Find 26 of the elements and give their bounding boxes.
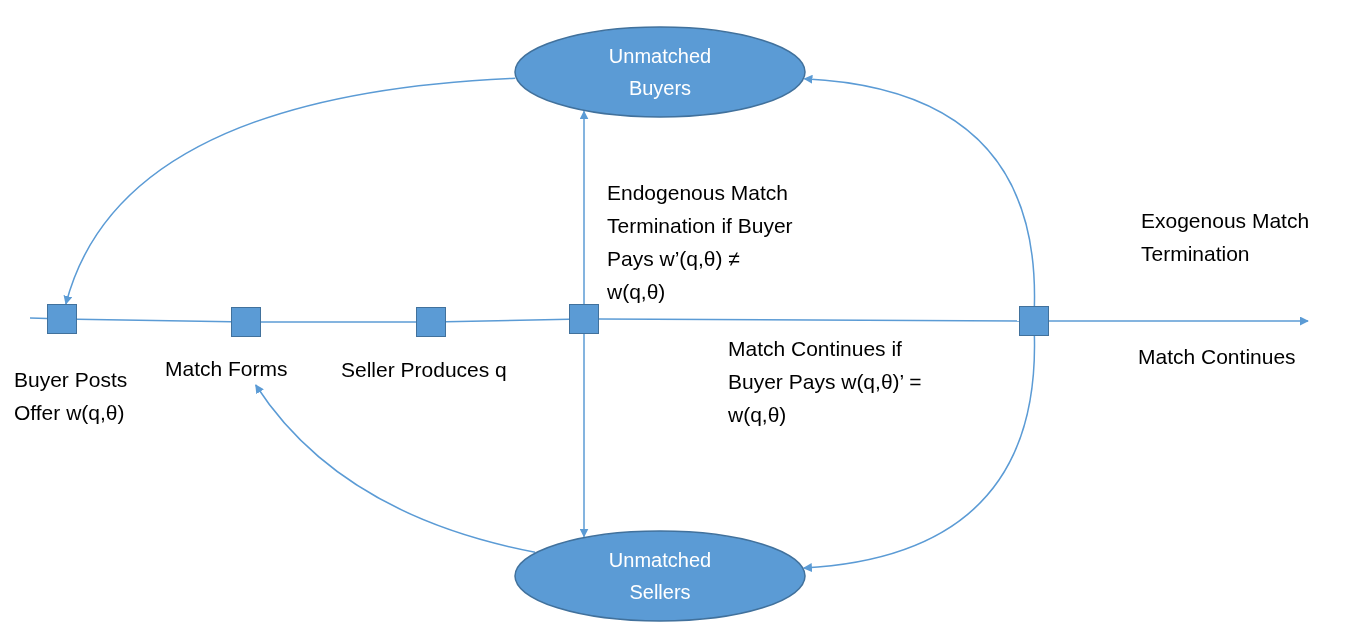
arrow <box>64 77 517 305</box>
arrow <box>802 335 1036 572</box>
ellipse-node: Unmatched Sellers <box>514 530 806 622</box>
event-marker <box>47 304 77 334</box>
ellipse-node: Unmatched Buyers <box>514 26 806 118</box>
stage-label: Match Forms <box>165 352 325 385</box>
timeline-line <box>445 318 570 323</box>
event-label: Match Continues if Buyer Pays w(q,θ)’ = w(q,θ) <box>728 336 923 428</box>
arrow <box>579 333 589 538</box>
event-label: Endogenous Match Termination if Buyer Pays w’(q,θ) ≠ w(q,θ) <box>607 180 794 305</box>
arrow <box>1048 316 1309 326</box>
outcome-label: Exogenous Match Termination <box>1141 208 1311 267</box>
event-label: Buyer Posts Offer w(q,θ) <box>14 367 129 426</box>
outcome-label: Match Continues <box>1138 344 1297 370</box>
arrow <box>254 384 536 553</box>
event-label: Seller Produces q <box>341 357 508 383</box>
timeline-line <box>260 321 417 323</box>
event-marker <box>231 307 261 337</box>
arrow <box>803 75 1036 307</box>
event-marker <box>1019 306 1049 336</box>
arrow <box>579 110 589 305</box>
timeline-line <box>598 318 1020 322</box>
timeline-line <box>76 318 232 323</box>
event-marker <box>569 304 599 334</box>
event-marker <box>416 307 446 337</box>
timeline-line <box>29 317 48 320</box>
